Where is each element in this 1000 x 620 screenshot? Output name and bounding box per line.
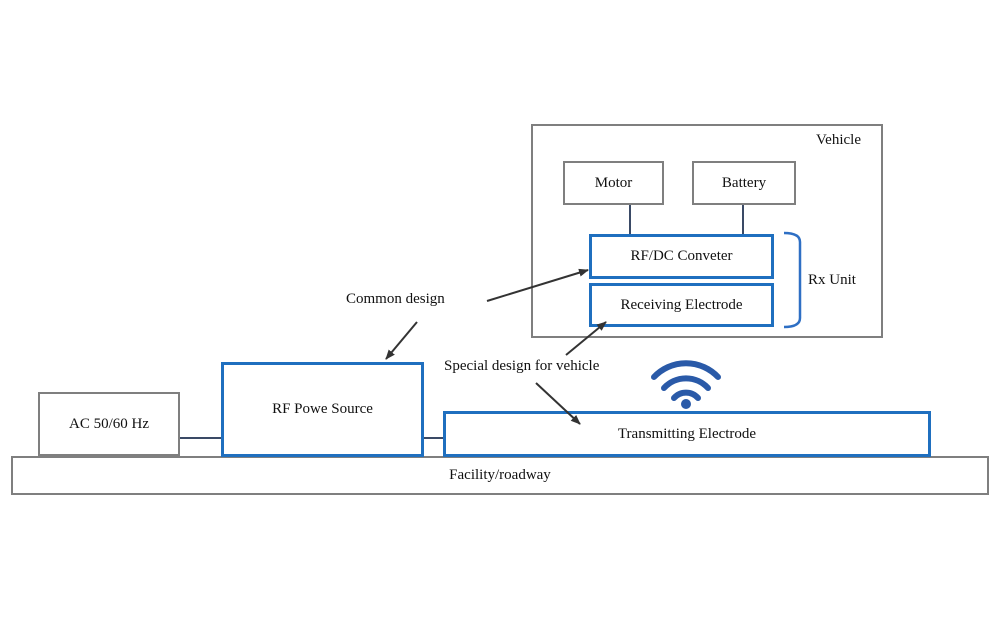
- rx-unit-label: Rx Unit: [808, 272, 856, 288]
- arrow-common-to-rf-source: [385, 321, 418, 360]
- wifi-dot: [681, 399, 691, 409]
- receiving-electrode-box: Receiving Electrode: [589, 283, 774, 327]
- rf-power-source-box: RF Powe Source: [221, 362, 424, 457]
- common-design-label: Common design: [346, 291, 445, 307]
- rf-power-source-label: RF Powe Source: [272, 401, 373, 417]
- battery-box: Battery: [692, 161, 796, 205]
- wifi-signal-icon: [651, 360, 721, 401]
- facility-label: Facility/roadway: [449, 467, 551, 483]
- facility-roadway: Facility/roadway: [11, 456, 989, 495]
- ac-source-box: AC 50/60 Hz: [38, 392, 180, 456]
- rf-dc-converter-box: RF/DC Conveter: [589, 234, 774, 279]
- special-design-label: Special design for vehicle: [444, 358, 600, 374]
- rf-dc-converter-label: RF/DC Conveter: [630, 248, 733, 264]
- motor-label: Motor: [594, 174, 633, 191]
- transmitting-electrode-label: Transmitting Electrode: [617, 425, 757, 442]
- motor-box: Motor: [563, 161, 664, 205]
- transmitting-electrode-box: Transmitting Electrode: [443, 411, 931, 457]
- receiving-electrode-label: Receiving Electrode: [620, 296, 743, 313]
- battery-label: Battery: [721, 174, 767, 191]
- ac-source-label: AC 50/60 Hz: [69, 415, 149, 432]
- vehicle-label: Vehicle: [816, 132, 861, 148]
